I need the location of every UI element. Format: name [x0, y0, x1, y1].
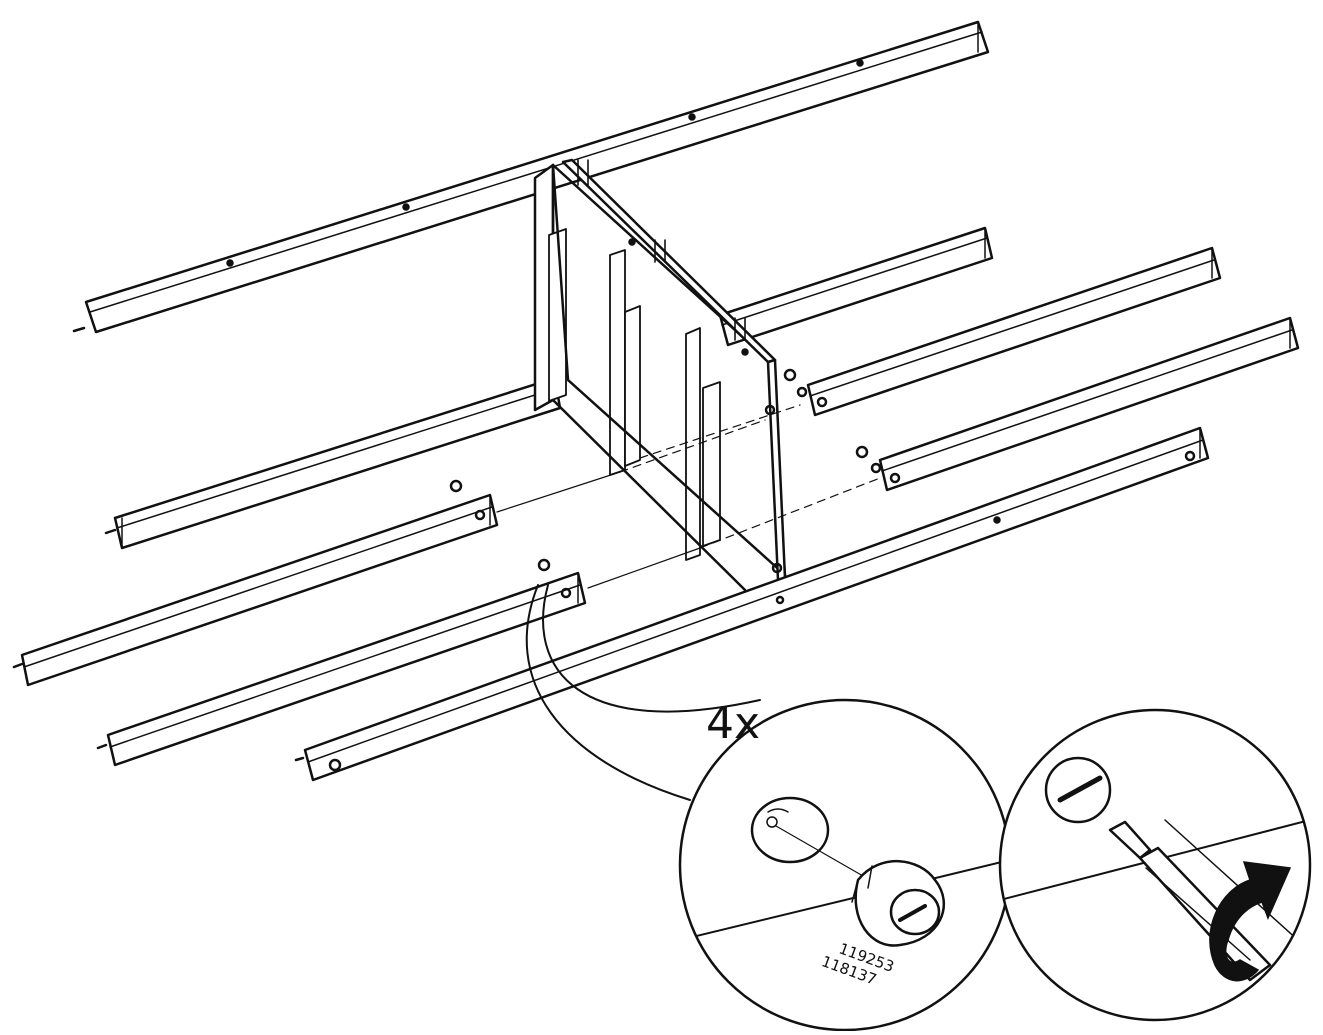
left-front-rail-1	[12, 479, 499, 687]
rotate-clockwise-arrow	[1209, 861, 1292, 982]
middle-right-rail	[718, 226, 994, 347]
right-lower-rail	[855, 316, 1300, 492]
assembly-guide-lines	[496, 404, 881, 589]
callout-pointer	[525, 584, 761, 801]
left-front-rail-2	[96, 558, 587, 767]
right-upper-rail	[783, 246, 1222, 417]
divider-panel	[551, 158, 787, 592]
detail-turn-cam-lock	[998, 708, 1312, 1022]
bottom-long-rail	[294, 426, 1210, 782]
quantity-label: 4x	[706, 698, 760, 749]
back-panel	[533, 163, 721, 561]
detail-insert-cam-lock	[678, 698, 1012, 1032]
cam-lock-fitting	[851, 859, 946, 947]
